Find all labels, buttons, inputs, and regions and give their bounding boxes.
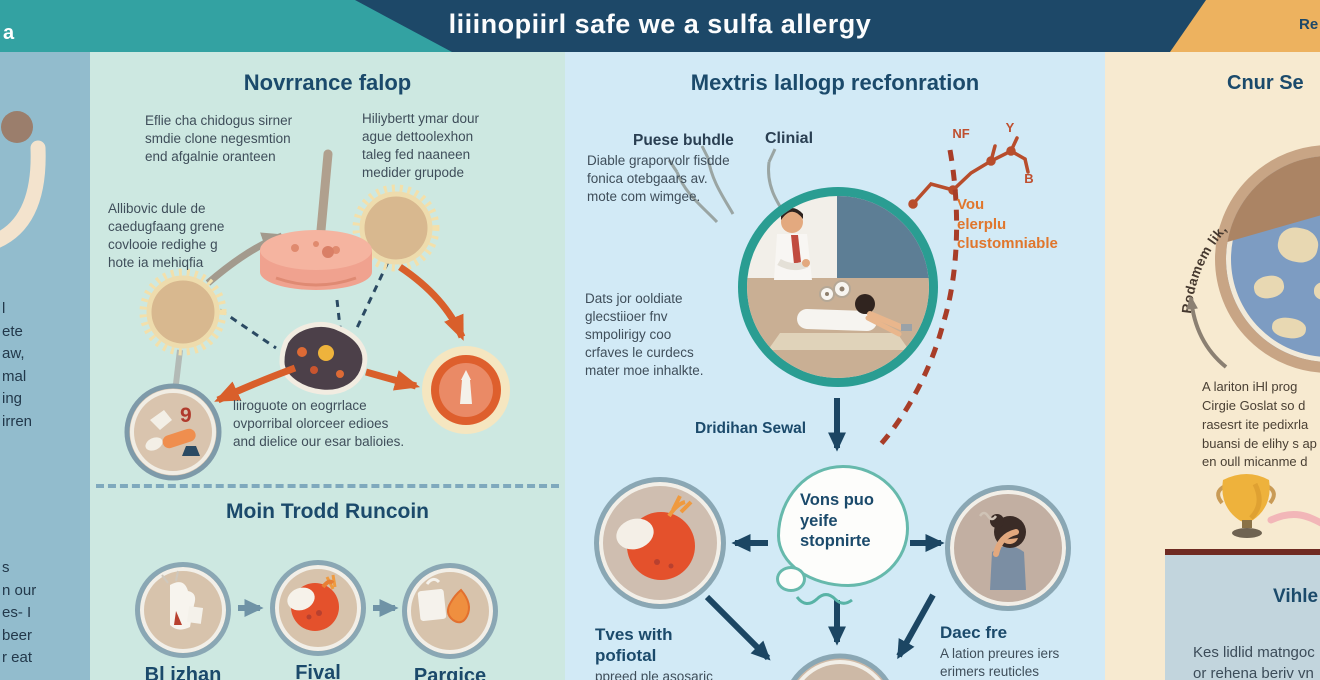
map-island — [1314, 282, 1320, 300]
molecule-label-y: Y — [1006, 120, 1015, 135]
note-right-rest: A lation preures iers erimers reuticles — [940, 646, 1060, 680]
food-circle — [594, 477, 726, 609]
sewal-label: Dridihan Sewal — [695, 420, 807, 437]
molecule-label-nf: NF — [952, 126, 969, 141]
novrance-block-mid: Allibovic dule de caedugfaang grene covl… — [108, 201, 225, 271]
flow-arrows — [704, 398, 945, 661]
process-title: Moin Trodd Runcoin — [226, 500, 429, 523]
footer-text: Kes lidlid matngoc or rehena beriv vn — [1193, 644, 1315, 680]
worried-person-icon — [978, 511, 1026, 590]
mextris-diagram: NF Y B — [667, 120, 1034, 680]
header-corner-label: Re — [1299, 16, 1319, 33]
step-circle-2 — [270, 560, 366, 656]
right-panel-title: Cnur Se — [1227, 72, 1304, 94]
clinic-scene-circle — [738, 187, 938, 387]
pink-ribbon — [1267, 511, 1320, 527]
curved-arrow — [1186, 295, 1228, 369]
molecule-note: Vou elerplu clustomniable — [957, 196, 1058, 252]
note-left-rest: ppreed ple asosaric — [595, 669, 713, 680]
footer-accent-strip — [1165, 549, 1320, 555]
orange-arrows — [214, 264, 466, 404]
novrance-section: 9 Novrrance falop Eflie cha chidogus sir… — [90, 52, 565, 680]
food-bowl-icon — [616, 495, 695, 580]
data-block: Dats jor ooldiate glecstiioer fnv smpoli… — [585, 291, 704, 379]
person-head — [1, 111, 33, 143]
person-body-curve — [0, 140, 46, 248]
right-panel-art: Rodamem lik, — [1179, 221, 1320, 538]
novrance-caption: liiroguote on eogrrlace ovporribal olorc… — [233, 398, 405, 450]
clipped-text-top: l ete aw, mal ing irren — [2, 300, 33, 430]
dashed-divider — [96, 484, 559, 488]
patient-figure — [797, 294, 912, 337]
clipped-text-bottom: s n our es- I beer r eat — [2, 559, 37, 666]
reaction-circle — [945, 485, 1071, 611]
mextris-title: Mextris lallogp recfonration — [690, 70, 980, 95]
pulse-block: Diable graporvolr fisdde fonica otebgaar… — [587, 153, 730, 205]
footer-panel — [1165, 555, 1320, 680]
novrance-block-left: Eflie cha chidogus sirner smdie clone ne… — [145, 113, 293, 165]
left-strip-column: l ete aw, mal ing irren s n our es- I be… — [0, 52, 90, 680]
step-label-2: Fival — [295, 662, 341, 680]
curved-label-text: Rodamem lik, — [1179, 221, 1230, 314]
novrance-block-right: Hiliybertt ymar dour ague dettoolexhon t… — [362, 111, 480, 181]
soap-droplet-icon — [417, 577, 470, 624]
header-band: a liiinopiirl safe we a sulfa allergy Re — [0, 0, 1320, 52]
bubble-text: Vons puo yeife stopnirte — [800, 491, 874, 551]
sun-circle-right-icon — [352, 184, 440, 272]
bubble-squiggle — [795, 593, 853, 605]
step-circle-1 — [135, 562, 231, 658]
molecule-label-b: B — [1024, 171, 1033, 186]
clinical-label: Clinial — [765, 130, 814, 147]
footer-title: Vihle — [1273, 586, 1319, 607]
sun-circle-left-icon — [139, 268, 227, 356]
header-left-letter: a — [3, 22, 15, 44]
exercise-mat — [768, 333, 909, 350]
mextris-section: NF Y B Mextris lallogp recfonration — [565, 52, 1105, 680]
note-left-bold: Tves with pofiotal — [595, 625, 673, 666]
trophy-icon — [1216, 474, 1276, 538]
step-label-1: Bl izhan — [144, 664, 222, 680]
outcome-circle — [791, 653, 889, 680]
thought-bubble: Vons puo yeife stopnirte — [776, 465, 909, 592]
step-label-3: Pargice — [413, 665, 487, 680]
right-panel-section: Cnur Se Rodamem lik, A l — [1105, 52, 1320, 680]
bowl-splash-icon — [287, 574, 339, 631]
pulse-label: Puese buhdle — [633, 132, 734, 149]
target-circle-icon — [422, 346, 510, 434]
medication-circle-icon — [124, 383, 222, 481]
person-figure — [0, 111, 46, 248]
novrance-title: Novrrance falop — [243, 70, 412, 95]
cell-blob-icon — [279, 322, 368, 395]
page-title: liiinopiirl safe we a sulfa allergy — [448, 9, 872, 39]
gray-link-line — [173, 349, 183, 385]
note-right-bold: Daec fre — [940, 623, 1008, 642]
novrance-diagram: 9 — [124, 149, 510, 617]
step-circle-3 — [402, 563, 498, 659]
jug-spill-icon — [161, 570, 204, 630]
red-numeral: 9 — [180, 404, 192, 427]
right-panel-block: A lariton iHl prog Cirgie Goslat so d ra… — [1202, 379, 1317, 470]
petri-dish-icon — [260, 230, 372, 290]
thought-dots — [819, 280, 851, 302]
dashed-arc — [879, 149, 960, 446]
